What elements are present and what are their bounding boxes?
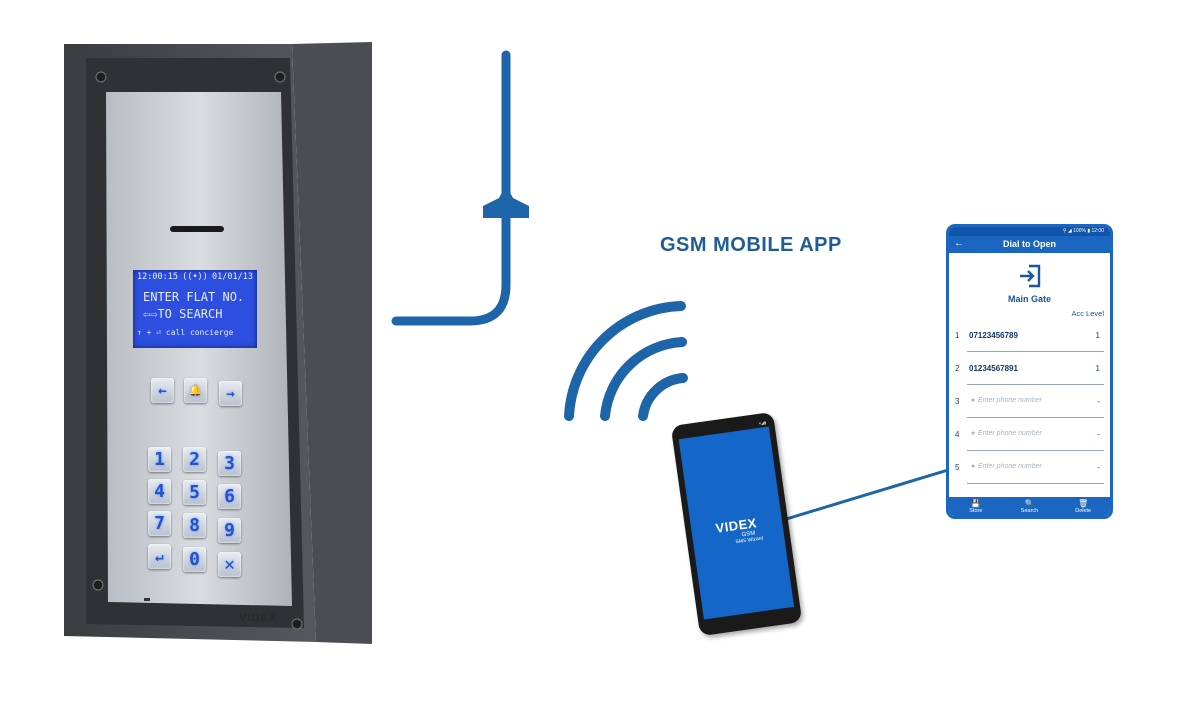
keypad-7[interactable]: 7: [148, 511, 171, 536]
app-title: Dial to Open: [1002, 239, 1056, 249]
search-label: Search: [1020, 508, 1039, 514]
lcd-time: 12:00:15: [137, 272, 178, 282]
search-button[interactable]: 🔍Search: [1003, 497, 1057, 516]
bell-key[interactable]: 🔔: [184, 378, 207, 403]
acc-level: -: [1097, 463, 1100, 472]
panel-brand: VIDEX: [239, 612, 278, 624]
videx-logo: VIDEX GSM SMS Wizard: [702, 514, 771, 550]
person-icon: ●: [971, 430, 976, 437]
keypad-0[interactable]: 0: [183, 547, 206, 572]
back-arrow-icon[interactable]: ←: [954, 238, 964, 249]
phone-placeholder: Enter phone number: [978, 430, 1042, 437]
acc-level: -: [1097, 397, 1100, 406]
list-item[interactable]: 5 ● Enter phone number -: [949, 451, 1110, 484]
lcd-display: 12:00:15 ((•)) 01/01/13 ENTER FLAT NO. ⇦⇨T…: [133, 270, 257, 348]
keypad-3[interactable]: 3: [218, 451, 241, 476]
acc-level-header: Acc Level: [1071, 309, 1104, 318]
trash-icon: 🗑: [1078, 499, 1089, 508]
phone-screen: VIDEX GSM SMS Wizard: [678, 426, 795, 620]
brushed-plate: [106, 92, 292, 606]
keypad-8[interactable]: 8: [183, 513, 206, 538]
delete-label: Delete: [1075, 508, 1092, 514]
row-index: 2: [955, 364, 960, 373]
search-icon: 🔍: [1024, 499, 1035, 508]
row-index: 5: [955, 463, 960, 472]
phone-number: 01234567891: [969, 364, 1018, 373]
keypad-9[interactable]: 9: [218, 518, 241, 543]
keypad-1[interactable]: 1: [148, 447, 171, 472]
phone-placeholder: Enter phone number: [978, 397, 1042, 404]
row-index: 3: [955, 397, 960, 406]
antenna-cable: [391, 50, 511, 326]
housing-side: [292, 42, 372, 644]
app-screen: ⚲ ◢ 100% ▮ 12:00 ← Dial to Open Main Gat…: [946, 224, 1113, 519]
app-bar: ← Dial to Open: [949, 236, 1110, 253]
app-statusbar: ⚲ ◢ 100% ▮ 12:00: [949, 227, 1110, 236]
antenna-base: [483, 185, 529, 218]
right-arrow-key[interactable]: →: [219, 381, 242, 406]
list-item[interactable]: 1 07123456789 1: [949, 319, 1110, 352]
save-icon: 💾: [970, 499, 981, 508]
keypad-enter[interactable]: ↵: [148, 544, 171, 569]
phone-number: 07123456789: [969, 331, 1018, 340]
phone-placeholder: Enter phone number: [978, 463, 1042, 470]
lcd-date: 01/01/13: [212, 272, 253, 282]
row-index: 1: [955, 331, 960, 340]
lcd-signal-icon: ((•)): [182, 272, 208, 282]
person-icon: ●: [971, 397, 976, 404]
lcd-line-3: ↑ + ⏎ call concierge: [137, 328, 234, 337]
keypad-2[interactable]: 2: [183, 447, 206, 472]
list-item[interactable]: 2 01234567891 1: [949, 352, 1110, 385]
page-title: GSM MOBILE APP: [660, 234, 842, 256]
gate-enter-icon: [1020, 264, 1041, 288]
acc-level: 1: [1095, 364, 1100, 373]
left-arrow-key[interactable]: ←: [151, 378, 174, 403]
gate-name: Main Gate: [1007, 294, 1051, 304]
store-label: Store: [969, 508, 983, 514]
keypad-5[interactable]: 5: [183, 480, 206, 505]
acc-level: 1: [1095, 331, 1100, 340]
lcd-line-2: ⇦⇨TO SEARCH: [143, 307, 223, 321]
keypad-6[interactable]: 6: [218, 484, 241, 509]
row-index: 4: [955, 430, 960, 439]
lcd-line-1: ENTER FLAT NO.: [143, 290, 245, 304]
keypad-cancel[interactable]: ✕: [218, 552, 241, 577]
list-item[interactable]: 4 ● Enter phone number -: [949, 418, 1110, 451]
person-icon: ●: [971, 463, 976, 470]
bottom-nav: 💾Store 🔍Search 🗑Delete: [949, 497, 1110, 516]
delete-button[interactable]: 🗑Delete: [1056, 497, 1110, 516]
keypad-4[interactable]: 4: [148, 479, 171, 504]
store-button[interactable]: 💾Store: [949, 497, 1003, 516]
acc-level: -: [1097, 430, 1100, 439]
list-item[interactable]: 3 ● Enter phone number -: [949, 385, 1110, 418]
